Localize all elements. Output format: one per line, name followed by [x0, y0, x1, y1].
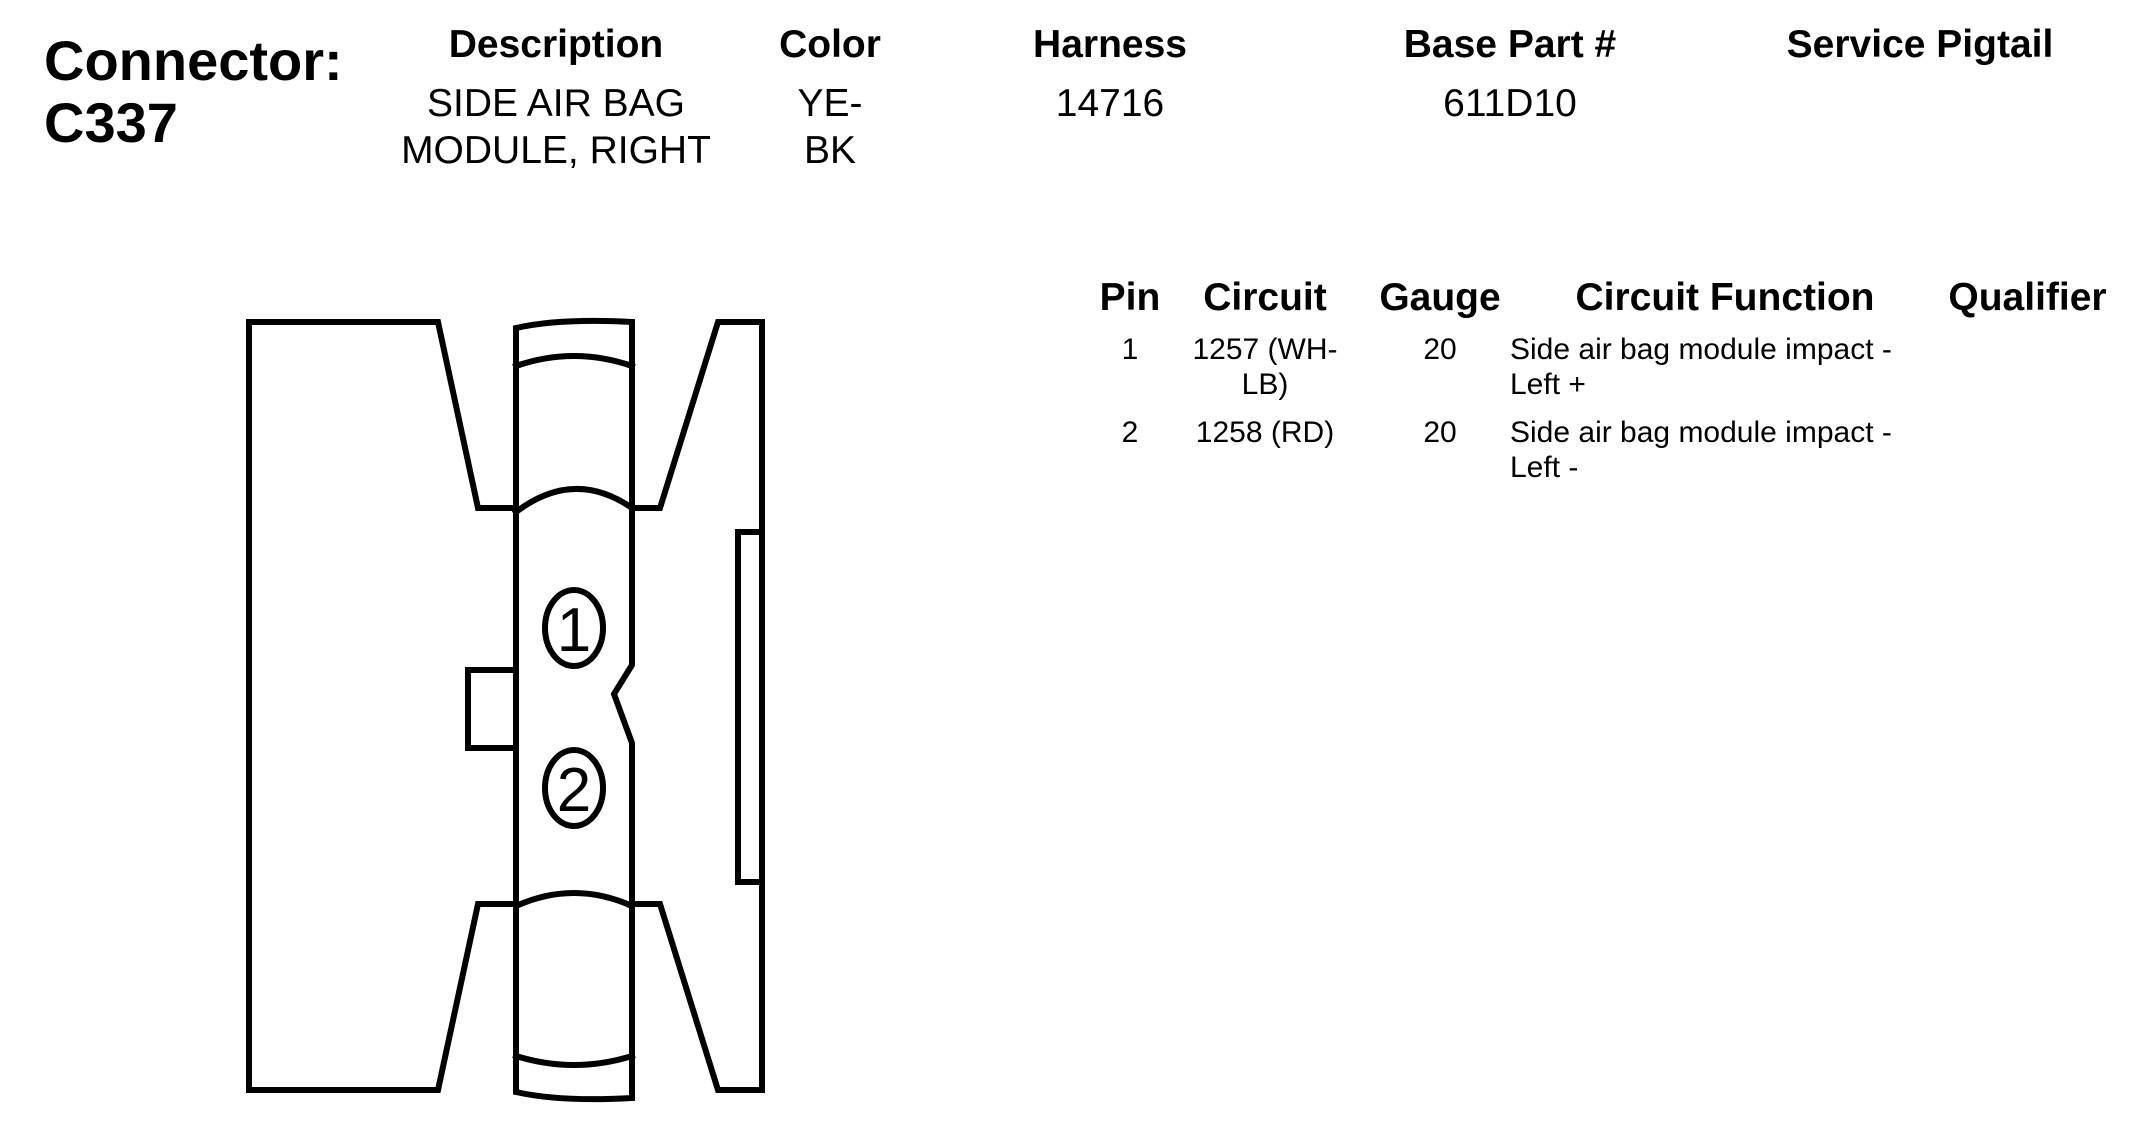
- function-line-2: Left +: [1510, 368, 1586, 401]
- color-line-2: BK: [803, 129, 857, 172]
- connector-id: C337: [44, 91, 178, 154]
- function-line-1: Side air bag module impact -: [1510, 416, 1892, 449]
- pin-cavity-1-label: 1: [557, 596, 591, 665]
- connector-latch-tab: [465, 667, 519, 751]
- circuit-column-header: Circuit: [1203, 276, 1327, 319]
- harness-header: Harness: [1033, 23, 1187, 66]
- circuit-line-1: 1258 (RD): [1195, 416, 1335, 449]
- connector-bottom-arc-lower: [512, 1052, 636, 1068]
- description-line-2: MODULE, RIGHT: [401, 129, 711, 172]
- connector-key-slot: [735, 529, 765, 885]
- description-value: SIDE AIR BAG MODULE, RIGHT: [370, 80, 742, 174]
- pin-cavity-2-label: 2: [557, 756, 591, 825]
- function-line-2: Left -: [1510, 451, 1579, 484]
- circuit-function-cell: Side air bag module impact - Left +: [1510, 332, 1930, 402]
- base-part-value: 611D10: [1443, 82, 1577, 125]
- pin-column-header: Pin: [1099, 276, 1161, 319]
- color-line-1: YE-: [797, 82, 863, 125]
- circuit-cell: 1258 (RD): [1185, 415, 1345, 450]
- connector-title: Connector: C337: [44, 30, 343, 154]
- pin-cavity-2: [542, 747, 606, 829]
- circuit-cell: 1257 (WH- LB): [1185, 332, 1345, 402]
- circuit-line-1: 1257 (WH-: [1192, 333, 1338, 366]
- color-value: YE- BK: [760, 80, 900, 174]
- connector-label: Connector:: [44, 29, 343, 92]
- circuit-function-column-header: Circuit Function: [1575, 276, 1875, 319]
- gauge-cell: 20: [1423, 333, 1457, 366]
- circuit-line-2: LB): [1241, 368, 1289, 401]
- table-row: 2 1258 (RD) 20 Side air bag module impac…: [0, 415, 2130, 497]
- color-header: Color: [779, 23, 881, 66]
- qualifier-column-header: Qualifier: [1948, 276, 2107, 319]
- description-header: Description: [448, 23, 664, 66]
- circuit-function-cell: Side air bag module impact - Left -: [1510, 415, 1930, 485]
- description-line-1: SIDE AIR BAG: [427, 82, 685, 125]
- gauge-column-header: Gauge: [1379, 276, 1501, 319]
- connector-bottom-arc-upper: [512, 890, 636, 910]
- pin-number: 2: [1121, 416, 1139, 449]
- table-row: 1 1257 (WH- LB) 20 Side air bag module i…: [0, 332, 2130, 414]
- pin-number: 1: [1121, 333, 1139, 366]
- service-pigtail-header: Service Pigtail: [1786, 23, 2054, 66]
- gauge-cell: 20: [1423, 416, 1457, 449]
- base-part-header: Base Part #: [1403, 23, 1617, 66]
- harness-value: 14716: [1055, 82, 1165, 125]
- pin-cavity-1: [542, 587, 606, 669]
- function-line-1: Side air bag module impact -: [1510, 333, 1892, 366]
